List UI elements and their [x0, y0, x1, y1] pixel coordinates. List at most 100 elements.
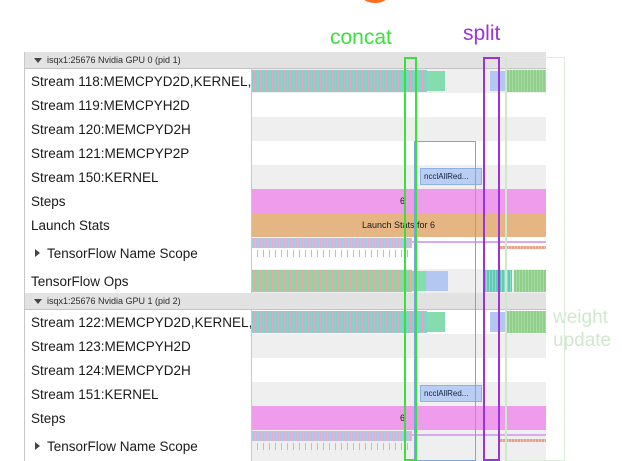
name-scope-line — [412, 241, 546, 243]
track-row[interactable]: Stream 150:KERNEL ncclAllRed... — [25, 165, 546, 189]
group-header-1[interactable]: isqx1:25676 Nvidia GPU 1 (pid 2) — [25, 293, 546, 310]
track-empty[interactable] — [251, 93, 546, 117]
row-label-cell[interactable]: Launch Stats — [25, 213, 251, 237]
row-label-cell[interactable]: Stream 120:MEMCPYD2H — [25, 117, 251, 141]
ops-green — [412, 271, 426, 291]
row-label-text: Stream 150:KERNEL — [31, 169, 159, 185]
row-label-cell[interactable]: Stream 118:MEMCPYD2D,KERNEL,ME — [25, 69, 251, 93]
track-row[interactable]: Stream 121:MEMCPYP2P — [25, 141, 546, 165]
dense-events — [252, 311, 427, 333]
row-label-cell[interactable]: Stream 119:MEMCPYH2D — [25, 93, 251, 117]
steps-segment-label: 6 — [400, 196, 406, 206]
ops-blue — [426, 271, 448, 291]
row-label-text: Steps — [31, 410, 66, 426]
row-label-cell[interactable]: Stream 121:MEMCPYP2P — [25, 141, 251, 165]
row-label-text: Stream 121:MEMCPYP2P — [31, 145, 190, 161]
row-label-cell[interactable]: Steps — [25, 406, 251, 430]
chevron-right-icon[interactable] — [35, 249, 40, 257]
track-row[interactable]: Steps 6 — [25, 189, 546, 213]
row-label-cell[interactable]: TensorFlow Name Scope — [25, 237, 251, 269]
trace-panel[interactable]: isqx1:25676 Nvidia GPU 0 (pid 1) Stream 1… — [24, 52, 546, 461]
nccl-block-label: ncclAllRed... — [424, 389, 469, 398]
row-label-cell[interactable]: Stream 123:MEMCPYH2D — [25, 334, 251, 358]
group-header-0[interactable]: isqx1:25676 Nvidia GPU 0 (pid 1) — [25, 52, 546, 69]
green-event — [427, 312, 445, 332]
name-scope-orange — [500, 246, 546, 249]
track-row[interactable]: Stream 118:MEMCPYD2D,KERNEL,ME — [25, 69, 546, 93]
track-launch[interactable]: Launch Stats for 6 — [251, 213, 546, 237]
track-row[interactable]: Stream 151:KERNEL ncclAllRed... — [25, 382, 546, 406]
row-label-cell[interactable]: Steps — [25, 189, 251, 213]
track-nccl-row[interactable]: ncclAllRed... — [251, 165, 546, 189]
row-label-text: Stream 124:MEMCPYD2H — [31, 362, 191, 378]
row-label-cell[interactable]: Stream 122:MEMCPYD2D,KERNEL,MI — [25, 310, 251, 334]
name-scope-events — [252, 238, 412, 248]
ops-events — [252, 270, 412, 292]
nccl-allreduce-block[interactable]: ncclAllRed... — [420, 385, 482, 402]
launch-stats-bar — [252, 213, 546, 237]
track-name-scope[interactable] — [251, 430, 546, 461]
dense-events — [252, 70, 427, 92]
row-label-text: TensorFlow Name Scope — [47, 438, 198, 454]
track-row[interactable]: TensorFlow Name Scope — [25, 430, 546, 461]
row-label-cell[interactable]: Stream 151:KERNEL — [25, 382, 251, 406]
row-label-text: Stream 120:MEMCPYD2H — [31, 121, 191, 137]
track-stream-dense[interactable] — [251, 69, 546, 93]
track-steps[interactable]: 6 — [251, 189, 546, 213]
row-label-text: TensorFlow Name Scope — [47, 245, 198, 261]
track-row[interactable]: Stream 124:MEMCPYD2H — [25, 358, 546, 382]
track-ops[interactable] — [251, 269, 546, 293]
row-label-text: Stream 151:KERNEL — [31, 386, 159, 402]
nccl-block-label: ncclAllRed... — [424, 172, 469, 181]
launch-stats-segment-label: Launch Stats for 6 — [362, 220, 436, 230]
name-scope-events — [252, 431, 412, 441]
row-label-cell[interactable]: Stream 124:MEMCPYD2H — [25, 358, 251, 382]
row-label-cell[interactable]: TensorFlow Ops — [25, 269, 251, 293]
steps-segment-label: 6 — [400, 413, 406, 423]
track-empty[interactable] — [251, 117, 546, 141]
row-label-text: Stream 123:MEMCPYH2D — [31, 338, 191, 354]
row-label-text: Stream 122:MEMCPYD2D,KERNEL,MI — [31, 314, 251, 330]
track-row[interactable]: TensorFlow Ops — [25, 269, 546, 293]
track-row[interactable]: Steps 6 — [25, 406, 546, 430]
row-label-text: Steps — [31, 193, 66, 209]
track-row[interactable]: TensorFlow Name Scope — [25, 237, 546, 269]
green-event — [427, 71, 445, 91]
chevron-down-icon[interactable] — [34, 57, 42, 63]
track-nccl-row[interactable]: ncclAllRed... — [251, 382, 546, 406]
steps-bar — [252, 406, 546, 430]
chevron-down-icon[interactable] — [34, 298, 42, 304]
track-empty[interactable] — [251, 358, 546, 382]
track-row[interactable]: Launch Stats Launch Stats for 6 — [25, 213, 546, 237]
chevron-right-icon[interactable] — [35, 442, 40, 450]
track-empty[interactable] — [251, 141, 546, 165]
orange-arc-marker — [364, 0, 386, 3]
group-header-label: isqx1:25676 Nvidia GPU 0 (pid 1) — [47, 55, 181, 65]
track-row[interactable]: Stream 123:MEMCPYH2D — [25, 334, 546, 358]
track-row[interactable]: Stream 119:MEMCPYH2D — [25, 93, 546, 117]
annotation-line-weight-update — [505, 57, 507, 461]
track-row[interactable]: Stream 122:MEMCPYD2D,KERNEL,MI — [25, 310, 546, 334]
ops-green-run — [514, 270, 546, 292]
name-scope-line — [412, 434, 546, 436]
annotation-box-weight-update — [505, 57, 565, 461]
annotation-label-concat: concat — [330, 26, 392, 49]
row-label-text: Stream 118:MEMCPYD2D,KERNEL,ME — [31, 73, 251, 89]
steps-bar — [252, 189, 546, 213]
name-scope-ticks — [252, 250, 412, 257]
track-name-scope[interactable] — [251, 237, 546, 269]
row-label-text: Launch Stats — [31, 217, 110, 233]
track-stream-dense[interactable] — [251, 310, 546, 334]
name-scope-ticks — [252, 443, 412, 450]
row-label-text: Stream 119:MEMCPYH2D — [31, 97, 190, 113]
green-events — [507, 70, 546, 92]
track-empty[interactable] — [251, 334, 546, 358]
name-scope-orange — [500, 439, 546, 442]
track-row[interactable]: Stream 120:MEMCPYD2H — [25, 117, 546, 141]
row-label-cell[interactable]: Stream 150:KERNEL — [25, 165, 251, 189]
row-label-cell[interactable]: TensorFlow Name Scope — [25, 430, 251, 461]
group-header-label: isqx1:25676 Nvidia GPU 1 (pid 2) — [47, 296, 181, 306]
nccl-allreduce-block[interactable]: ncclAllRed... — [420, 168, 482, 185]
track-steps[interactable]: 6 — [251, 406, 546, 430]
